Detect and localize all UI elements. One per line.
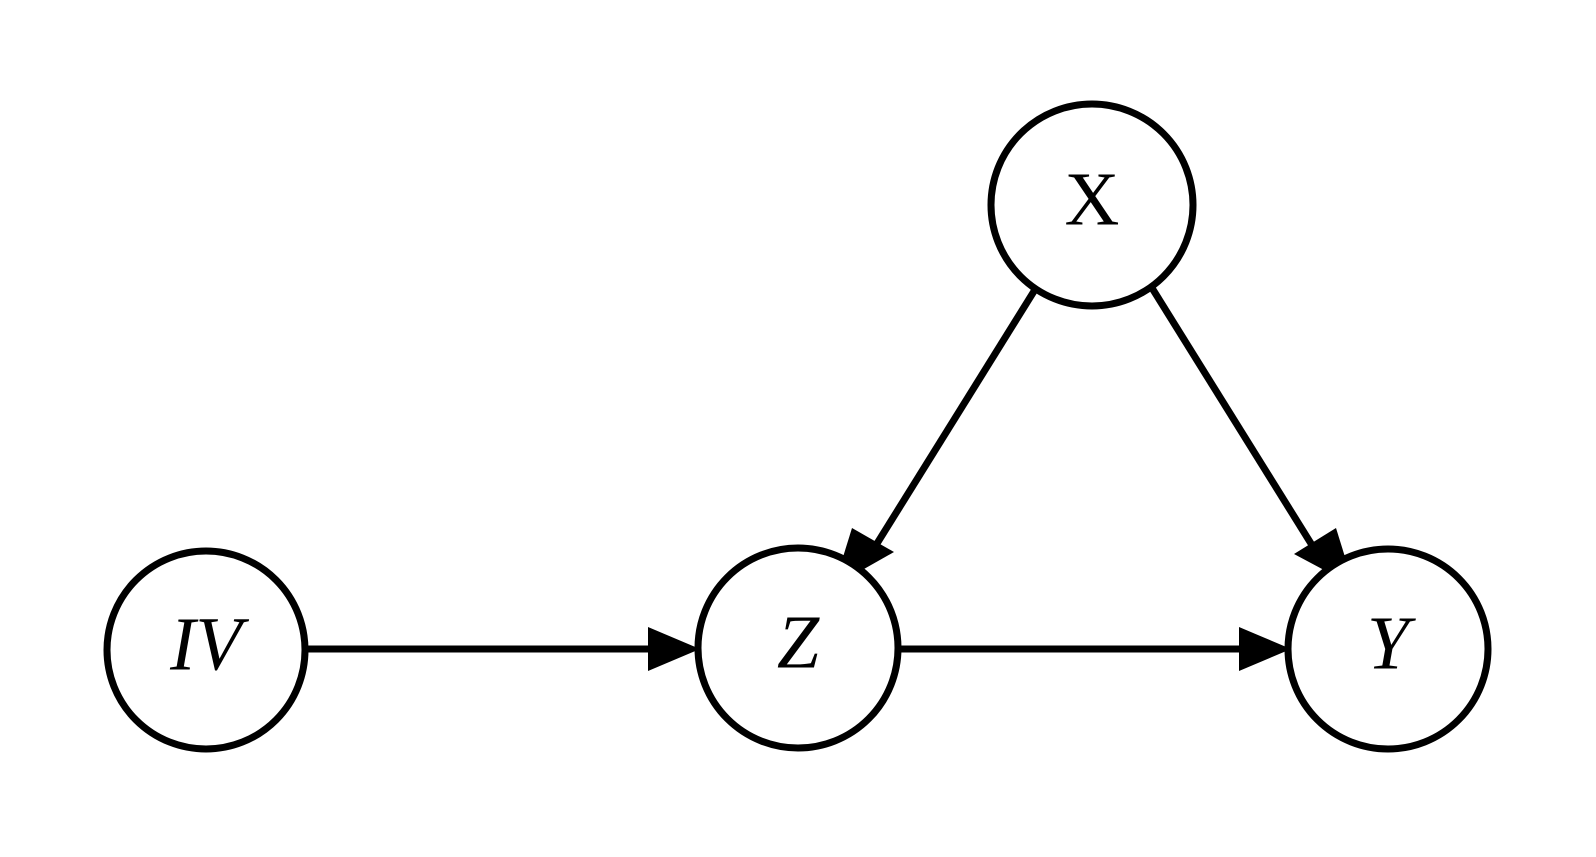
node-x-circle [987,100,1197,310]
edge-x-to-z[interactable] [834,286,1039,586]
node-z-label: Z [777,600,820,684]
edge-z-to-y[interactable] [898,627,1291,671]
edge-iv-to-z-arrowhead [648,627,700,671]
node-z[interactable]: Z [694,544,902,752]
node-iv-circle [103,547,309,753]
node-y-label: Y [1367,601,1417,685]
node-y[interactable]: Y [1284,545,1492,753]
node-y-circle [1284,545,1492,753]
node-iv[interactable]: IV [103,547,309,753]
edge-group [305,286,1354,671]
node-iv-label: IV [169,602,249,686]
edge-iv-to-z[interactable] [305,627,700,671]
edge-z-to-y-arrowhead [1239,627,1291,671]
node-group: IV Z X Y [103,100,1492,753]
edge-x-to-y-line [1149,286,1323,560]
node-x[interactable]: X [987,100,1197,310]
node-z-circle [694,544,902,752]
node-x-label: X [1065,157,1120,241]
edge-x-to-z-line [865,286,1039,560]
edge-x-to-y[interactable] [1149,286,1354,586]
